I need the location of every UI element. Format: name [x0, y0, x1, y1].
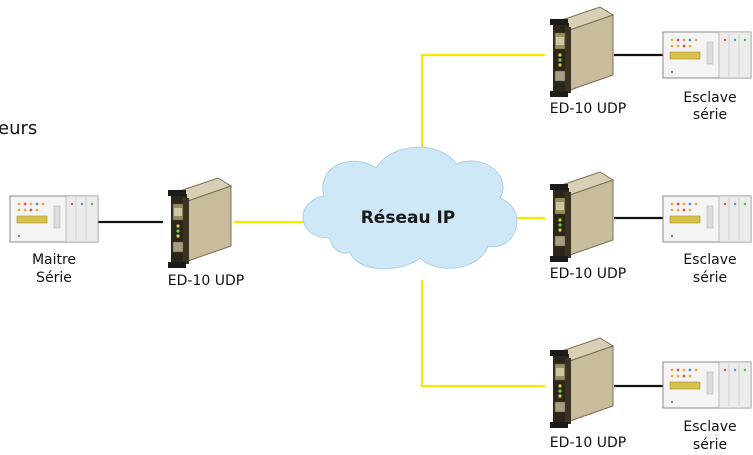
plc-icon	[9, 195, 99, 243]
slave-bottom-label-line1: Esclave	[683, 419, 736, 435]
gateway-device-icon	[549, 6, 614, 98]
plc-icon	[662, 195, 752, 243]
gateway-top	[549, 6, 614, 98]
slave-middle-label-line2: série	[693, 270, 727, 286]
plc-icon	[662, 361, 752, 409]
slave-device-top	[662, 31, 752, 79]
slave-bottom-label-line2: série	[693, 437, 727, 453]
cut-off-text: eurs	[0, 118, 37, 139]
gateway-middle	[549, 171, 614, 263]
master-label-line2: Série	[36, 270, 72, 286]
cloud-label: Réseau IP	[361, 208, 456, 228]
gateway-device-icon	[549, 337, 614, 429]
gateway-middle-label: ED-10 UDP	[550, 266, 626, 282]
gateway-device-icon	[549, 171, 614, 263]
gateway-top-label: ED-10 UDP	[550, 101, 626, 117]
slave-top-label-line2: série	[693, 107, 727, 123]
ip-link-bottom	[420, 280, 545, 388]
slave-device-bottom	[662, 361, 752, 409]
master-label-line1: Maitre	[32, 252, 76, 268]
ip-link-top	[420, 53, 545, 162]
gateway-bottom	[549, 337, 614, 429]
ip-network-cloud: Réseau IP	[302, 146, 518, 270]
slave-middle-label-line1: Esclave	[683, 252, 736, 268]
gateway-device-icon	[167, 177, 232, 269]
master-device	[9, 195, 99, 243]
slave-device-middle	[662, 195, 752, 243]
gateway-bottom-label: ED-10 UDP	[550, 435, 626, 451]
gateway-left	[167, 177, 232, 269]
gateway-left-label: ED-10 UDP	[168, 273, 244, 289]
plc-icon	[662, 31, 752, 79]
slave-top-label-line1: Esclave	[683, 90, 736, 106]
